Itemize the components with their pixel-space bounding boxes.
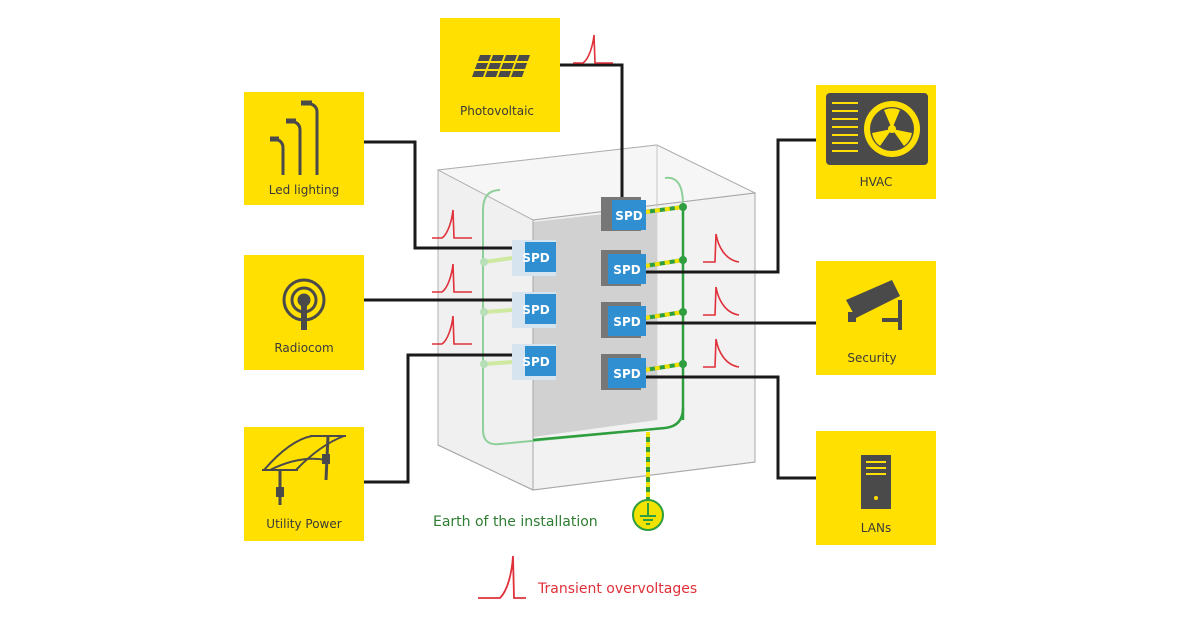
cctv-camera-icon — [846, 280, 902, 330]
svg-text:SPD: SPD — [615, 209, 642, 223]
device-radiocom: Radiocom — [244, 255, 364, 370]
svg-text:Led lighting: Led lighting — [269, 183, 339, 197]
spd-modules: SPD SPD SPD SPD SPD SPD SPD — [512, 197, 646, 390]
spd-module: SPD — [512, 240, 556, 276]
enclosure — [436, 144, 757, 491]
device-photovoltaic: Photovoltaic — [440, 18, 560, 132]
device-utility-power: Utility Power — [244, 427, 364, 541]
svg-text:Radiocom: Radiocom — [274, 341, 333, 355]
device-led-lighting: Led lighting — [244, 92, 364, 205]
spd-module: SPD — [601, 354, 646, 390]
svg-text:SPD: SPD — [522, 355, 549, 369]
device-security: Security — [816, 261, 936, 375]
svg-text:SPD: SPD — [613, 263, 640, 277]
svg-text:Photovoltaic: Photovoltaic — [460, 104, 534, 118]
street-lamp-icon — [270, 100, 319, 175]
legend: Transient overvoltages — [478, 555, 697, 599]
earth-ground-icon — [632, 499, 664, 531]
svg-text:SPD: SPD — [522, 251, 549, 265]
svg-text:LANs: LANs — [861, 521, 891, 535]
earth-label: Earth of the installation — [433, 514, 598, 530]
power-pylon-icon — [262, 435, 346, 505]
server-icon — [861, 455, 891, 509]
solar-panel-icon — [471, 55, 530, 77]
svg-text:SPD: SPD — [613, 367, 640, 381]
earth-taps — [480, 203, 687, 372]
pulse-legend-icon — [478, 555, 526, 599]
svg-text:HVAC: HVAC — [860, 175, 893, 189]
spd-module: SPD — [512, 344, 556, 380]
antenna-icon — [282, 278, 326, 330]
legend-label: Transient overvoltages — [537, 581, 697, 597]
spd-module: SPD — [512, 292, 556, 328]
fan-icon — [826, 93, 928, 165]
svg-text:SPD: SPD — [613, 315, 640, 329]
spd-module: SPD — [601, 250, 646, 286]
device-hvac: HVAC — [816, 85, 936, 199]
wires — [364, 63, 816, 484]
device-lans: LANs — [816, 431, 936, 545]
svg-text:Security: Security — [847, 351, 896, 365]
svg-text:Utility Power: Utility Power — [266, 517, 341, 531]
spd-module: SPD — [601, 302, 646, 338]
svg-text:SPD: SPD — [522, 303, 549, 317]
spd-module: SPD — [601, 197, 646, 231]
